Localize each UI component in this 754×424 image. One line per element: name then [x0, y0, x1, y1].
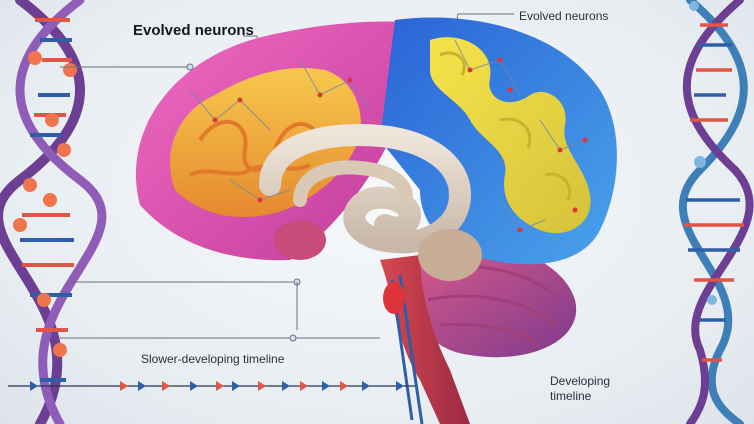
parietal-folds	[430, 37, 591, 234]
evolved-neurons-label: Evolved neurons	[133, 22, 254, 39]
dna-helix-right	[678, 0, 754, 424]
dna-helix-left	[0, 0, 107, 424]
evolved-neurons-secondary-label: Evolved neurons	[519, 9, 609, 23]
timeline-track	[8, 381, 415, 391]
slower-timeline-label: Slower-developing timeline	[141, 352, 285, 366]
limbic-system	[259, 123, 472, 254]
developing-timeline-label: Developing timeline	[550, 374, 611, 403]
brain	[135, 17, 617, 424]
